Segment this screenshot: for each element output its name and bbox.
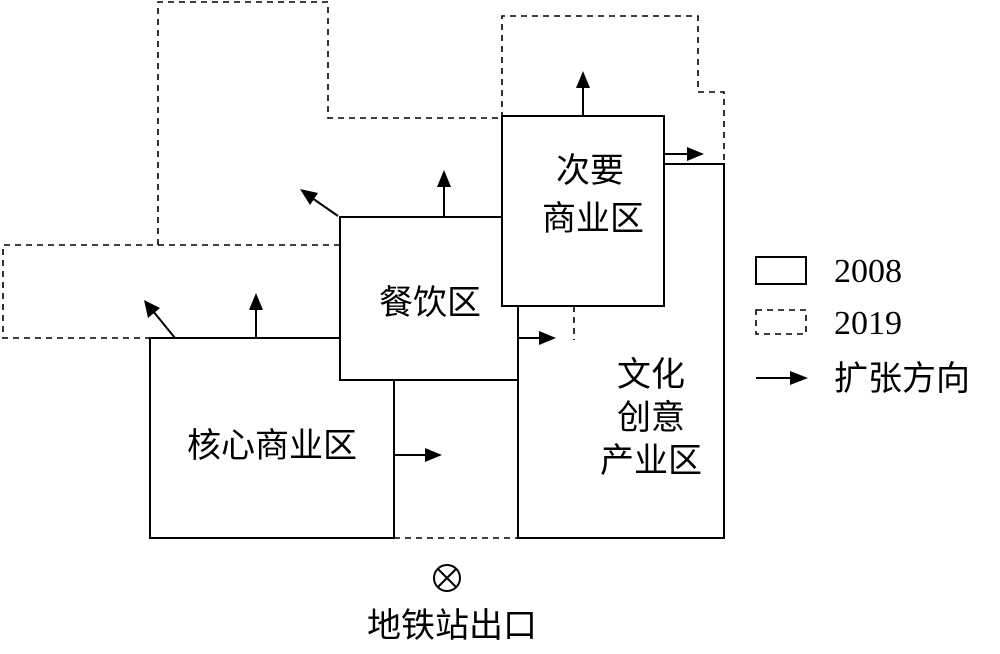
expansion-arrows [144, 71, 704, 462]
arrow-dining-east [518, 331, 556, 345]
legend-arrow-label: 扩张方向 [834, 359, 970, 399]
secondary-zone-label-line1: 次要 [556, 151, 624, 191]
legend-dashed-swatch [755, 309, 807, 335]
culture-zone-label-line2: 创意 [617, 398, 685, 438]
arrow-dining-north [437, 170, 451, 217]
arrow-secondary-north [576, 71, 590, 116]
legend: 2008 2019 扩张方向 [755, 253, 970, 399]
arrow-dining-northwest [300, 189, 339, 217]
dashed-boundary-west [2, 244, 340, 339]
dining-zone-label: 餐饮区 [379, 283, 481, 323]
secondary-zone-label-line2: 商业区 [542, 199, 644, 239]
arrow-core-north [249, 293, 263, 338]
arrow-core-northwest [144, 300, 176, 339]
culture-zone-label-line1: 文化 [617, 355, 685, 395]
legend-solid-swatch [755, 256, 807, 285]
legend-dashed-label: 2019 [834, 305, 902, 342]
secondary-zone-box [501, 115, 665, 307]
dashed-boundary-northeast [501, 15, 725, 164]
legend-arrow-icon [756, 371, 808, 385]
extent-2008 [149, 115, 725, 539]
dining-zone-box [339, 216, 519, 381]
core-zone-label: 核心商业区 [187, 426, 357, 466]
legend-solid-label: 2008 [834, 253, 902, 290]
circled-x-icon [433, 564, 461, 592]
subway-exit-label: 地铁站出口 [367, 606, 537, 646]
arrow-secondary-east [664, 147, 704, 161]
dashed-boundary-north [157, 1, 502, 245]
arrow-core-east [394, 448, 442, 462]
culture-zone-label-line3: 产业区 [600, 441, 702, 481]
